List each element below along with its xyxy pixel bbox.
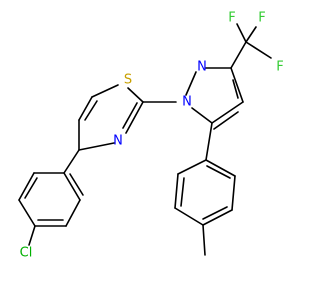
pyrazole-n2-label: N bbox=[197, 60, 207, 75]
chlorine-atom-label: Cl bbox=[20, 246, 33, 261]
bond bbox=[122, 102, 138, 129]
sulfur-atom-label: S bbox=[124, 73, 132, 88]
bond bbox=[18, 199, 36, 227]
bond bbox=[213, 111, 239, 130]
bond bbox=[78, 142, 115, 151]
bond bbox=[63, 172, 81, 201]
fluorine-atom-label: F bbox=[258, 11, 265, 26]
bond bbox=[63, 149, 80, 174]
atom-labels: S N N N F F F Cl bbox=[20, 11, 284, 261]
bond bbox=[65, 199, 81, 227]
bond bbox=[78, 96, 93, 121]
pyrazole-n1-label: N bbox=[182, 95, 192, 110]
bond bbox=[180, 177, 185, 207]
bond bbox=[177, 159, 207, 175]
molecule-structure: S N N N F F F Cl bbox=[18, 11, 284, 261]
bond bbox=[18, 172, 35, 201]
bond bbox=[28, 225, 36, 246]
bond bbox=[69, 173, 84, 196]
bond bbox=[245, 26, 257, 43]
bond bbox=[230, 41, 247, 69]
thiazole-nitrogen-label: N bbox=[113, 134, 123, 149]
bond bbox=[191, 107, 213, 124]
bond bbox=[174, 173, 179, 209]
bond bbox=[230, 67, 244, 103]
bond bbox=[206, 165, 231, 179]
bond bbox=[202, 206, 228, 220]
bond bbox=[232, 79, 239, 99]
bond bbox=[91, 84, 119, 98]
bond bbox=[125, 101, 144, 134]
bond bbox=[205, 159, 236, 177]
bond bbox=[127, 87, 144, 103]
fluorine-atom-label: F bbox=[228, 11, 235, 26]
bond bbox=[84, 100, 98, 121]
bond bbox=[211, 101, 244, 124]
bond bbox=[202, 209, 233, 226]
bond bbox=[205, 122, 213, 161]
bond bbox=[174, 207, 204, 226]
bond bbox=[231, 175, 236, 211]
bonds bbox=[18, 23, 272, 256]
bond bbox=[236, 23, 247, 43]
bond bbox=[202, 224, 206, 256]
fluorine-atom-label: F bbox=[276, 60, 283, 75]
bond bbox=[24, 177, 38, 199]
bond bbox=[185, 71, 197, 96]
bond bbox=[245, 41, 272, 59]
